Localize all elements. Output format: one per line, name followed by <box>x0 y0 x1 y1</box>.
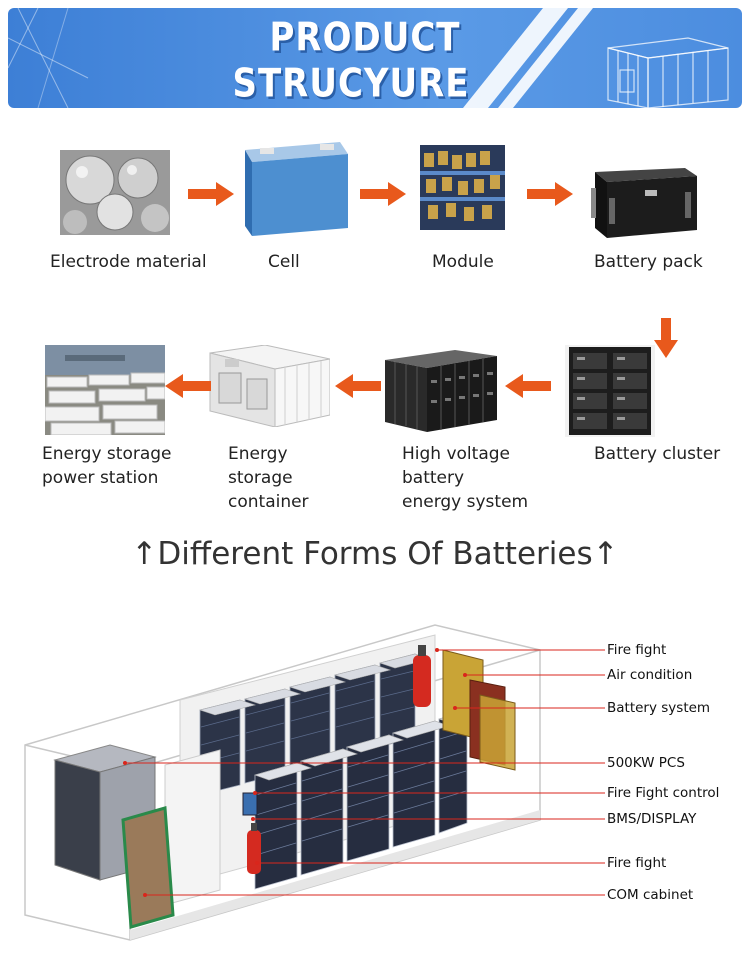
fire-extinguisher-icon <box>413 645 431 707</box>
diagram-label-fire-fight-top: Fire fight <box>607 642 667 658</box>
banner-decoration <box>8 8 729 108</box>
label-high-voltage-line3: energy system <box>402 492 529 512</box>
label-power-station-line1: Energy storage <box>42 444 172 464</box>
arrow-left-icon <box>165 374 211 398</box>
label-high-voltage-line2: battery <box>402 468 465 488</box>
label-battery-pack: Battery pack <box>594 252 703 272</box>
diagram-label-fire-fight-control: Fire Fight control <box>607 785 720 801</box>
battery-pack-image <box>591 168 697 238</box>
label-high-voltage-line1: High voltage <box>402 444 510 464</box>
arrow-left-icon <box>335 374 381 398</box>
diagram-label-battery-system: Battery system <box>607 700 711 716</box>
label-cell: Cell <box>268 252 300 272</box>
label-container-line2: storage <box>228 468 293 488</box>
electrode-material-image <box>60 150 170 235</box>
container-image <box>209 345 330 427</box>
arrow-right-icon <box>527 182 573 206</box>
container-structure-diagram <box>24 624 605 941</box>
arrow-right-icon <box>188 182 234 206</box>
diagram-label-com-cabinet: COM cabinet <box>607 887 694 903</box>
header-title-line1: PRODUCT <box>269 15 461 61</box>
label-electrode-material: Electrode material <box>50 252 207 272</box>
label-container-line3: container <box>228 492 309 512</box>
diagram-label-bms-display: BMS/DISPLAY <box>607 811 697 827</box>
arrow-left-icon <box>505 374 551 398</box>
label-power-station-line2: power station <box>42 468 159 488</box>
label-battery-cluster: Battery cluster <box>594 444 721 464</box>
diagram-label-pcs: 500KW PCS <box>607 755 685 771</box>
diagram-label-air-condition: Air condition <box>607 667 693 683</box>
container-outline-icon <box>607 37 729 108</box>
arrow-down-icon <box>654 318 678 358</box>
header-banner: PRODUCT STRUCYURE <box>8 8 742 108</box>
label-container-line1: Energy <box>228 444 288 464</box>
module-image <box>420 145 505 230</box>
high-voltage-system-image <box>385 350 497 432</box>
header-title-line2: STRUCYURE <box>232 61 470 107</box>
forms-heading: ↑Different Forms Of Batteries↑ <box>131 536 619 572</box>
arrow-right-icon <box>360 182 406 206</box>
power-station-image <box>45 345 165 435</box>
cell-image <box>245 142 348 236</box>
label-module: Module <box>432 252 494 272</box>
diagram-label-fire-fight-bottom: Fire fight <box>607 855 667 871</box>
battery-cluster-image <box>565 345 655 437</box>
